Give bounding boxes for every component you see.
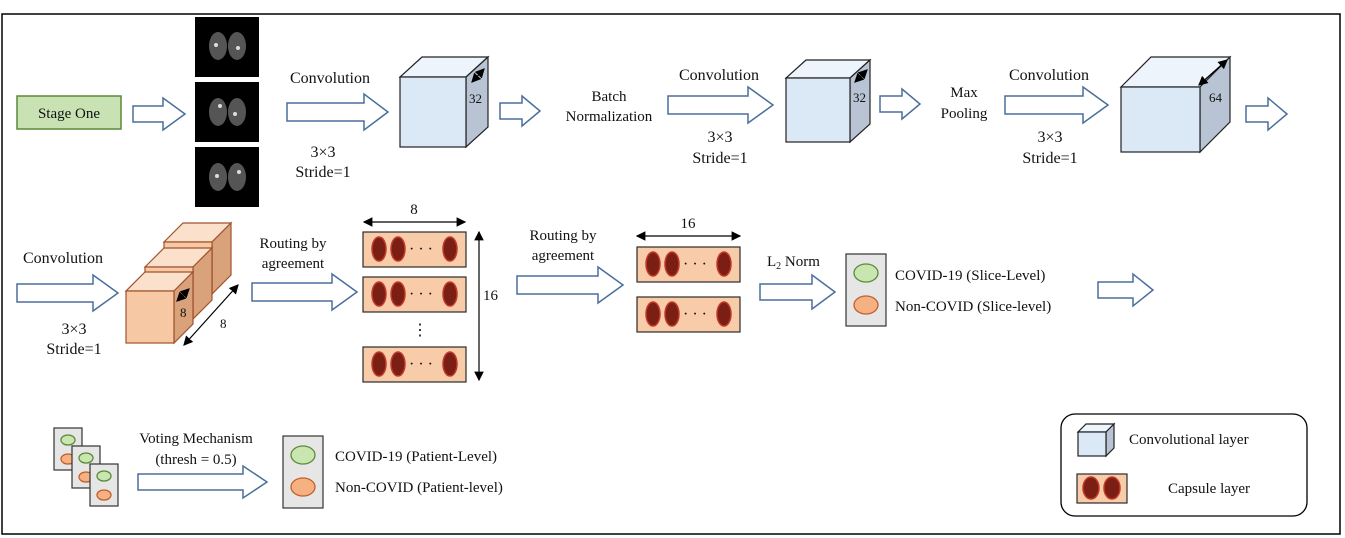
capsule-dots: · · · bbox=[683, 306, 707, 323]
conv3-depth: 64 bbox=[1209, 90, 1223, 105]
voting-arrow bbox=[137, 464, 269, 500]
max-pool-line2: Pooling bbox=[941, 106, 988, 122]
ct-slice-stack bbox=[195, 17, 259, 207]
conv3-arrow bbox=[1004, 85, 1110, 125]
flow-arrow bbox=[879, 87, 922, 121]
flow-arrow bbox=[499, 94, 542, 128]
capsule-cube-stack: 8 8 bbox=[124, 221, 239, 346]
voting-line1: Voting Mechanism bbox=[139, 431, 253, 447]
batch-norm-line1: Batch bbox=[592, 89, 627, 105]
legend-capsule-icon bbox=[1076, 473, 1128, 504]
legend-conv-label: Convolutional layer bbox=[1129, 432, 1249, 448]
conv1-depth: 32 bbox=[469, 91, 482, 106]
slice-covid-label: COVID-19 (Slice-Level) bbox=[895, 268, 1045, 284]
conv-cube-2: 32 bbox=[784, 58, 872, 144]
l2-norm-label: L2 Norm bbox=[767, 254, 820, 272]
ct-slice-image bbox=[195, 17, 259, 77]
conv3-kernel: 3×3 bbox=[1037, 129, 1062, 146]
capsule-row: · · · bbox=[362, 231, 467, 268]
capsule-row: · · · bbox=[362, 346, 467, 383]
capsule-dots: · · · bbox=[409, 286, 433, 303]
routing2-line2: agreement bbox=[532, 248, 595, 264]
conv4-dim-a: 8 bbox=[180, 305, 187, 320]
routing2-width: 16 bbox=[681, 216, 697, 232]
slice-noncovid-label: Non-COVID (Slice-level) bbox=[895, 299, 1051, 315]
legend-conv-icon bbox=[1076, 422, 1116, 458]
routing1-arrow bbox=[251, 272, 359, 312]
capsule-row: · · · bbox=[636, 246, 741, 283]
stage-one-label: Stage One bbox=[38, 106, 100, 122]
conv4-dim-b: 8 bbox=[220, 316, 227, 331]
conv2-kernel: 3×3 bbox=[707, 129, 732, 146]
flow-arrow bbox=[1097, 272, 1155, 308]
capsule-row: · · · bbox=[362, 276, 467, 313]
patient-output-box bbox=[282, 435, 324, 509]
voting-line2: (thresh = 0.5) bbox=[155, 452, 236, 468]
conv2-stride: Stride=1 bbox=[692, 150, 747, 167]
conv4-kernel: 3×3 bbox=[61, 321, 86, 338]
conv1-arrow bbox=[286, 92, 390, 132]
slice-output-box bbox=[845, 253, 887, 327]
conv3-stride: Stride=1 bbox=[1022, 150, 1077, 167]
conv4-stride: Stride=1 bbox=[46, 341, 101, 358]
diagram-frame bbox=[1, 13, 1341, 535]
conv1-label: Convolution bbox=[290, 70, 370, 87]
conv-cube-1: 32 bbox=[398, 55, 490, 149]
conv3-label: Convolution bbox=[1009, 67, 1089, 84]
conv4-label: Convolution bbox=[23, 250, 103, 267]
routing1-height: 16 bbox=[483, 288, 499, 304]
flow-arrow bbox=[132, 96, 187, 132]
capsule-row: · · · bbox=[636, 296, 741, 333]
max-pool-line1: Max bbox=[950, 85, 978, 101]
patient-slices-stack bbox=[53, 427, 119, 507]
legend-capsule-label: Capsule layer bbox=[1168, 481, 1250, 497]
capsule-dots: · · · bbox=[683, 256, 707, 273]
conv2-label: Convolution bbox=[679, 67, 759, 84]
capsule-dots: · · · bbox=[409, 356, 433, 373]
conv2-depth: 32 bbox=[853, 90, 866, 105]
conv1-stride: Stride=1 bbox=[295, 164, 350, 181]
routing1-line1: Routing by bbox=[259, 236, 327, 252]
patient-noncovid-label: Non-COVID (Patient-level) bbox=[335, 480, 503, 496]
conv-cube-3: 64 bbox=[1119, 55, 1232, 154]
capsule-dots: · · · bbox=[409, 241, 433, 258]
routing1-width: 8 bbox=[410, 202, 418, 218]
routing2-arrow bbox=[516, 265, 625, 305]
conv4-arrow bbox=[16, 273, 120, 313]
patient-covid-label: COVID-19 (Patient-Level) bbox=[335, 449, 497, 465]
capsule-vdots: ⋮ bbox=[412, 322, 428, 339]
flow-arrow bbox=[1245, 96, 1289, 132]
batch-norm-line2: Normalization bbox=[566, 109, 653, 125]
legend: Convolutional layer Capsule layer bbox=[1060, 413, 1308, 517]
conv1-kernel: 3×3 bbox=[310, 144, 335, 161]
routing1-line2: agreement bbox=[262, 256, 325, 272]
stage-one-box: Stage One bbox=[16, 95, 122, 130]
conv2-arrow bbox=[667, 85, 775, 125]
routing2-line1: Routing by bbox=[529, 228, 597, 244]
l2-norm-arrow bbox=[759, 273, 837, 311]
